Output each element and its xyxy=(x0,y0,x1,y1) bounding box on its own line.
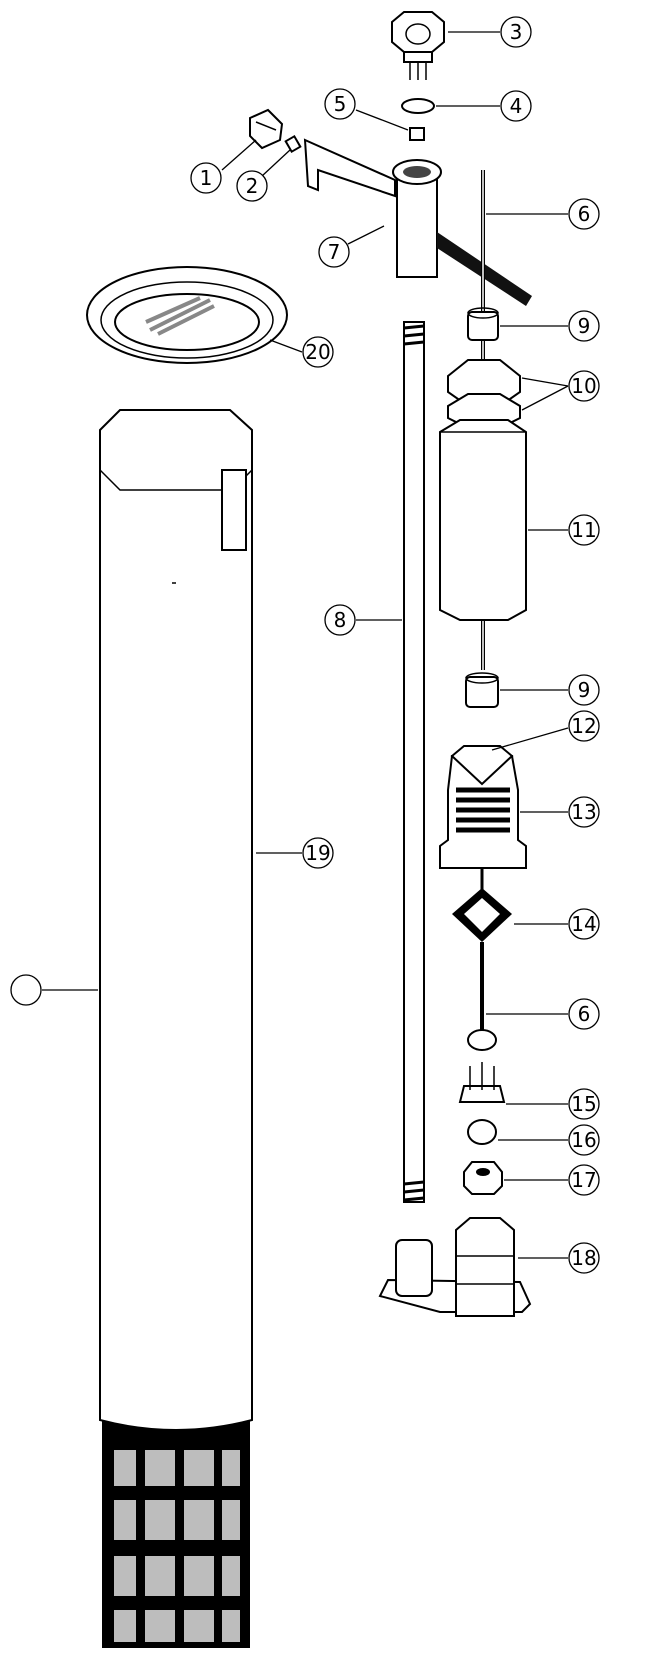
callout-3: 3 xyxy=(448,16,532,48)
part-7-pump-head xyxy=(303,138,532,306)
part-3-knob xyxy=(391,11,445,80)
callout-7: 7 xyxy=(318,225,385,268)
callout-5-label: 5 xyxy=(334,92,347,116)
callout-9-lower: 9 xyxy=(500,674,600,706)
callout-17: 17 xyxy=(504,1164,600,1196)
callout-18: 18 xyxy=(518,1242,600,1274)
callout-1-label: 1 xyxy=(200,166,213,190)
callout-9-lower-label: 9 xyxy=(578,678,591,702)
callout-6-upper: 6 xyxy=(486,198,600,230)
callout-19-label: 19 xyxy=(305,841,330,865)
callout-14: 14 xyxy=(514,908,600,940)
callout-13-label: 13 xyxy=(571,800,596,824)
part-11-piston xyxy=(439,419,527,621)
callout-18-label: 18 xyxy=(571,1246,596,1270)
part-13-valve-body xyxy=(439,745,527,900)
callout-4-label: 4 xyxy=(510,94,523,118)
part-16-ball xyxy=(467,1119,497,1145)
callout-20: 20 xyxy=(269,336,334,368)
part-9-collar-lower xyxy=(465,672,499,708)
callout-20-label: 20 xyxy=(305,340,330,364)
callout-17-label: 17 xyxy=(571,1168,596,1192)
part-4-o-ring xyxy=(401,98,435,114)
part-17-nut xyxy=(463,1161,503,1195)
part-5-bushing xyxy=(409,127,425,141)
callout-6-lower-label: 6 xyxy=(578,1002,591,1026)
part-1-plug xyxy=(249,108,284,150)
callout-11: 11 xyxy=(528,514,600,546)
part-19-strainer xyxy=(102,1420,250,1648)
callout-19: 19 xyxy=(256,837,334,869)
part-15-cage xyxy=(458,1062,506,1103)
part-18-base xyxy=(378,1217,532,1317)
callout-9-upper-label: 9 xyxy=(578,314,591,338)
callout-2-label: 2 xyxy=(246,174,259,198)
callout-16-label: 16 xyxy=(571,1128,596,1152)
callout-10: 10 xyxy=(521,370,600,411)
callout-16: 16 xyxy=(498,1124,600,1156)
callout-13: 13 xyxy=(520,796,600,828)
part-2-screw xyxy=(284,134,302,154)
callout-1: 1 xyxy=(190,139,257,194)
callout-11-label: 11 xyxy=(571,518,596,542)
callout-3-label: 3 xyxy=(510,20,523,44)
callout-15: 15 xyxy=(506,1088,600,1120)
callout-7-label: 7 xyxy=(328,240,341,264)
callout-6-lower: 6 xyxy=(486,998,600,1030)
callout-5: 5 xyxy=(324,88,409,131)
callout-8-label: 8 xyxy=(334,608,347,632)
part-19-cylinder xyxy=(99,409,253,1431)
callout-6-upper-label: 6 xyxy=(578,202,591,226)
part-20-ring xyxy=(86,266,288,364)
part-9-collar-upper xyxy=(467,307,499,341)
part-8-long-rod xyxy=(403,321,425,1203)
part-14-seal xyxy=(452,888,512,942)
callout-9-upper: 9 xyxy=(500,310,600,342)
callout-2: 2 xyxy=(236,149,291,202)
callout-blank xyxy=(10,974,98,1006)
callout-12-label: 12 xyxy=(571,714,596,738)
callout-8: 8 xyxy=(324,604,402,636)
callout-15-label: 15 xyxy=(571,1092,596,1116)
callout-12: 12 xyxy=(491,710,600,751)
callout-14-label: 14 xyxy=(571,912,596,936)
callout-4: 4 xyxy=(436,90,532,122)
part-10-discs xyxy=(447,359,521,429)
callout-10-label: 10 xyxy=(571,374,596,398)
